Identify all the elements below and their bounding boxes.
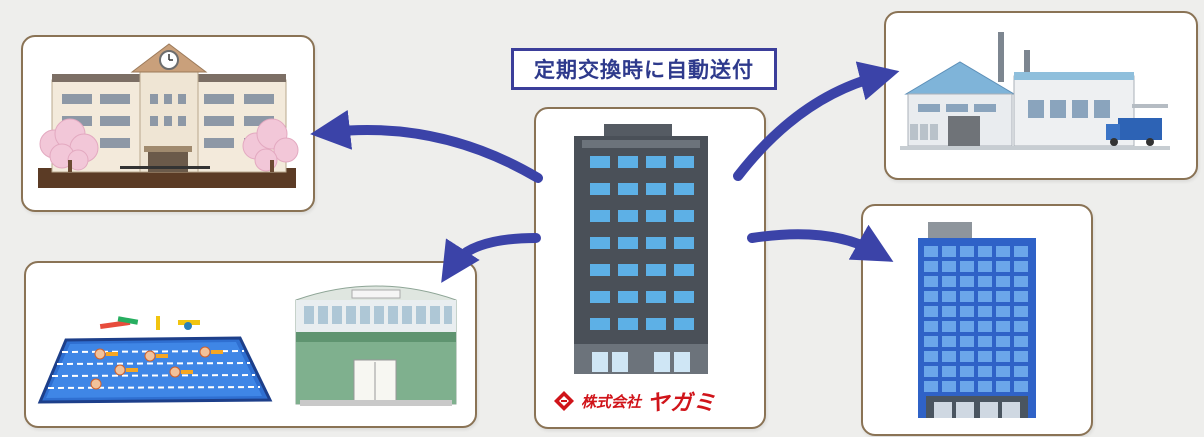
auto-delivery-caption: 定期交換時に自動送付 bbox=[511, 48, 777, 90]
delivery-arrows bbox=[310, 61, 900, 283]
office-tower-illustration bbox=[918, 222, 1036, 418]
pool-illustration bbox=[37, 316, 273, 404]
company-logo-block: 株式会社 ヤガミ bbox=[553, 384, 743, 418]
arrow-to-school bbox=[310, 109, 543, 183]
diamond-logo-icon bbox=[553, 390, 575, 412]
arrow-to-factory bbox=[733, 61, 900, 181]
arrow-to-office-tower bbox=[747, 224, 894, 262]
arrow-to-pool-gym bbox=[441, 233, 541, 283]
school-illustration bbox=[38, 43, 299, 188]
gym-illustration bbox=[295, 285, 457, 406]
center-building-illustration bbox=[574, 124, 708, 374]
corporate-prefix: 株式会社 bbox=[581, 392, 642, 411]
company-name: ヤガミ bbox=[647, 391, 717, 416]
factory-illustration bbox=[900, 32, 1170, 150]
